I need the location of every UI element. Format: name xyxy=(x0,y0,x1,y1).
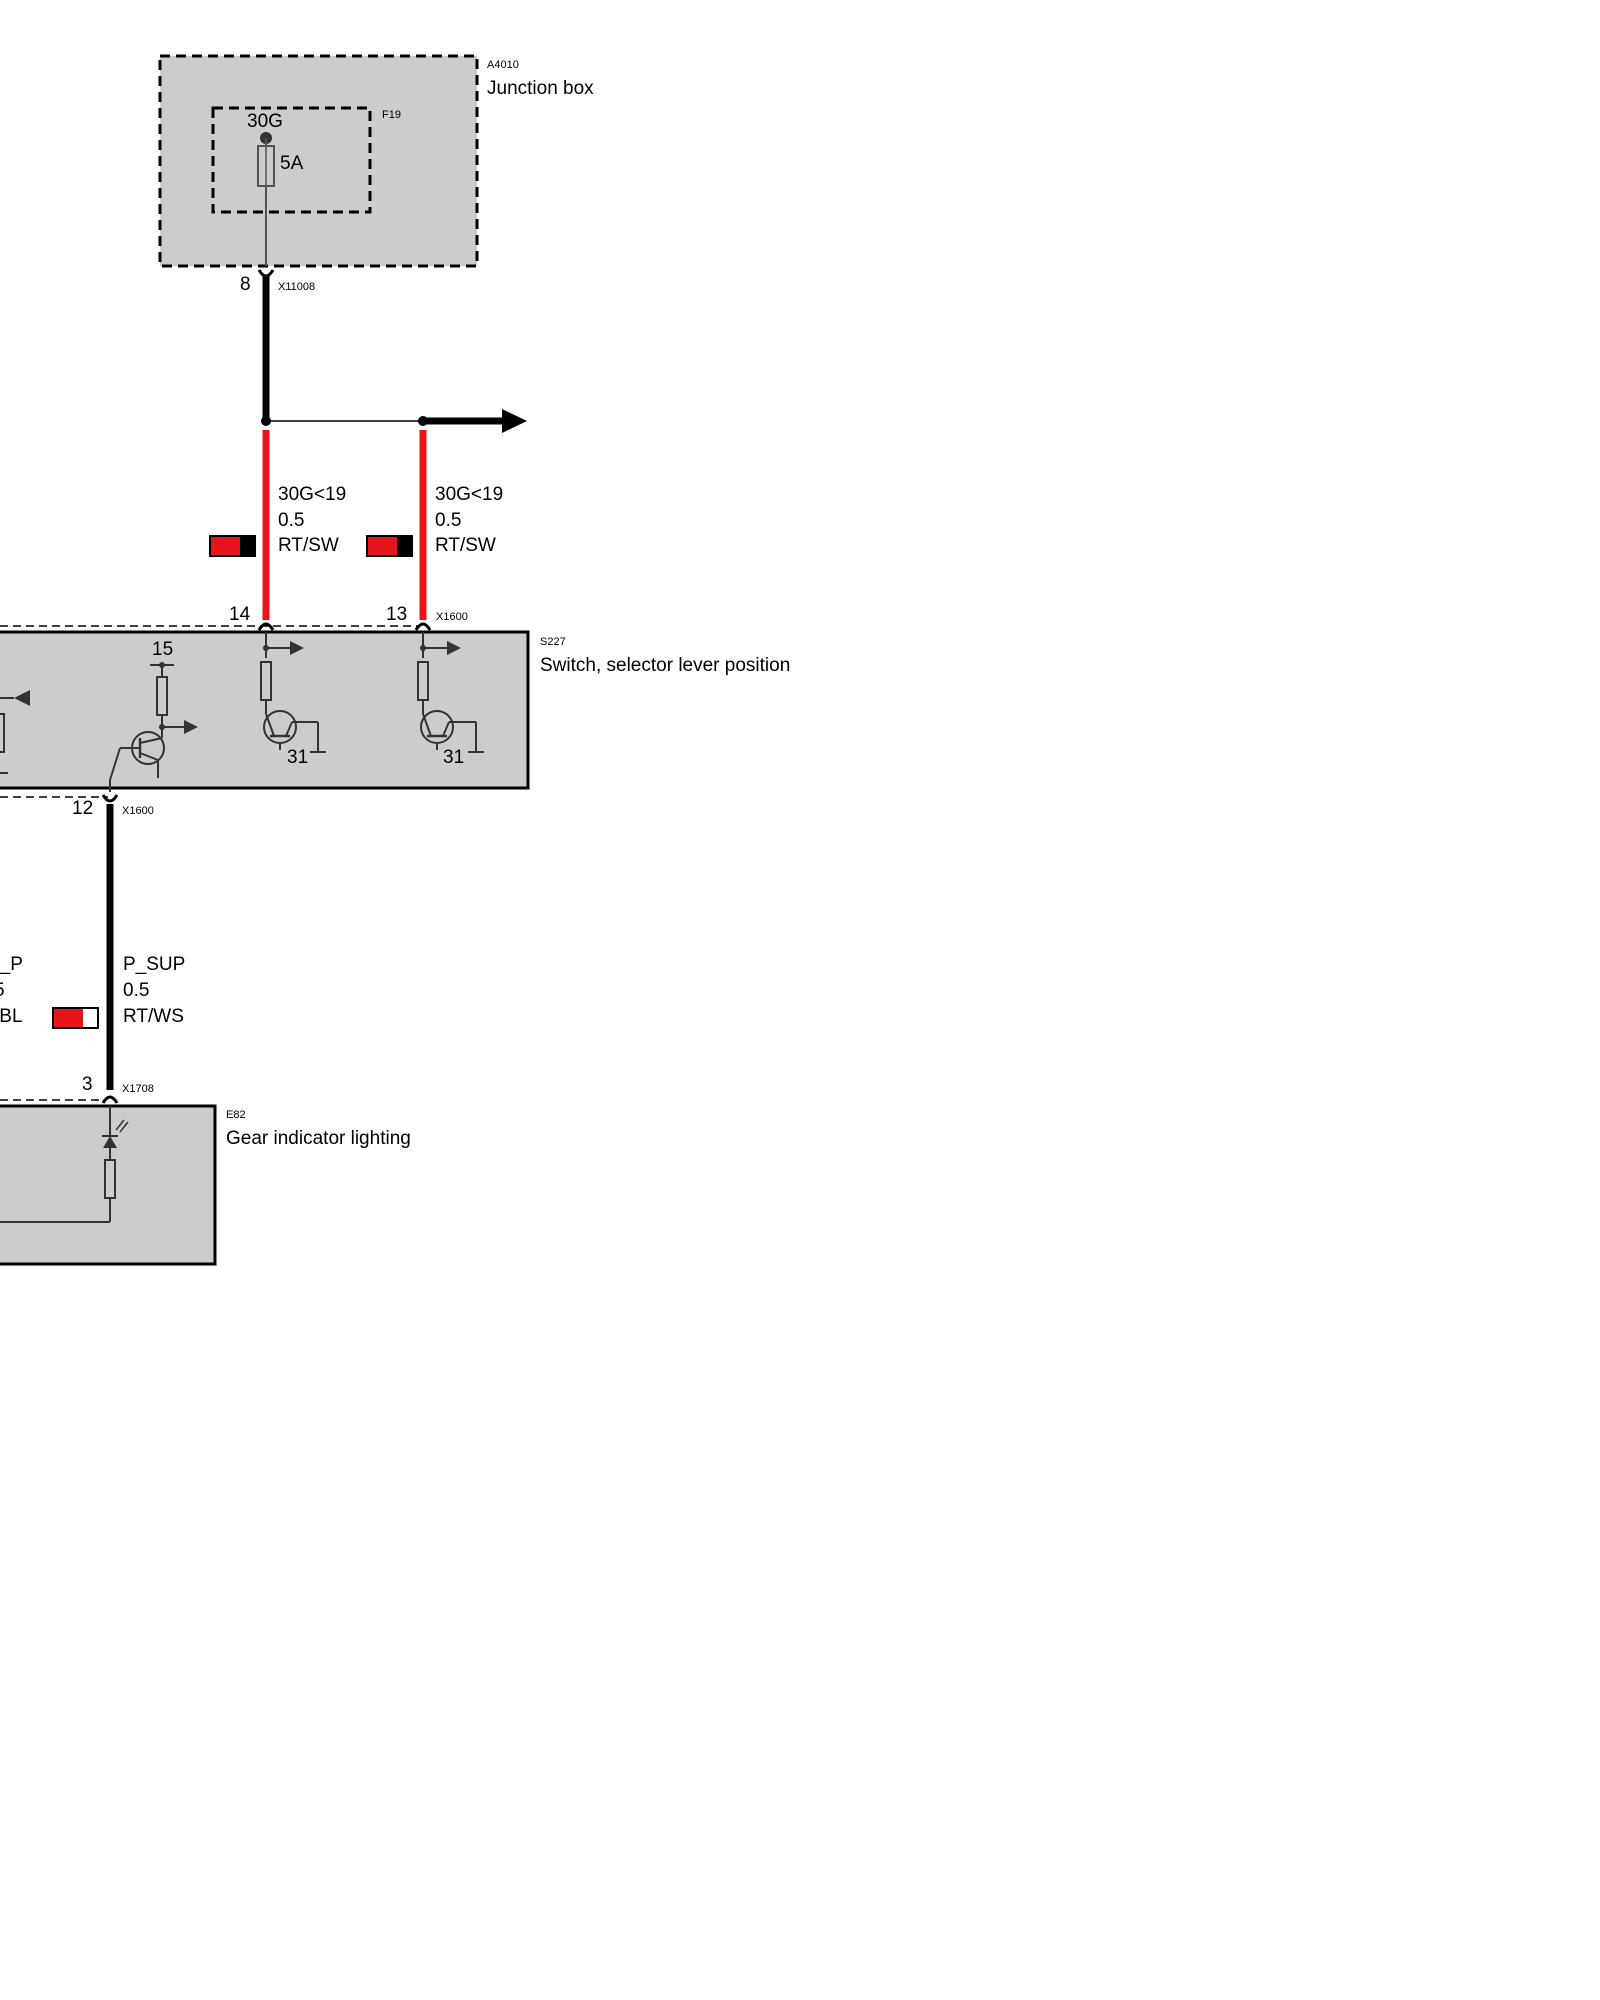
junction-box: A4010 Junction box F19 30G 5A xyxy=(158,54,594,268)
wire-pin14-color-code: RT/SW xyxy=(278,535,339,556)
gear-lighting-name: Gear indicator lighting xyxy=(226,1128,411,1149)
wire-pin12-size: 0.5 xyxy=(123,980,149,1001)
gear-lighting-outline xyxy=(0,1104,217,1266)
led-emission-1 xyxy=(115,1119,125,1131)
connector-x1708-id: X1708 xyxy=(122,1083,154,1095)
swatch-border xyxy=(209,535,256,557)
partial-arrow-icon xyxy=(14,690,30,706)
junction-box-outline xyxy=(158,54,479,268)
wire-pin12-signal: P_SUP xyxy=(123,954,185,975)
junction-box-name: Junction box xyxy=(487,78,594,99)
ground-31-label-2: 31 xyxy=(443,747,464,768)
swatch-border xyxy=(52,1007,99,1029)
swatch-border xyxy=(366,535,413,557)
wire-pin13-color-code: RT/SW xyxy=(435,535,496,556)
pin14-collector xyxy=(265,713,275,737)
junction-box-id: A4010 xyxy=(487,59,519,71)
selector-switch-outline xyxy=(0,630,530,790)
pin13-emitter xyxy=(442,721,450,737)
connector-x1600-top-id: X1600 xyxy=(436,611,468,623)
wire-pin12-color-swatch xyxy=(52,1007,99,1029)
input-circuit-pin14: 31 xyxy=(260,632,326,768)
ground-31-label-1: 31 xyxy=(287,747,308,768)
splice-dot-1 xyxy=(261,416,271,426)
connector-x1600-bottom-id: X1600 xyxy=(122,805,154,817)
partial-circuit-left xyxy=(0,690,30,774)
swatch-secondary xyxy=(397,536,412,556)
output-arrow-icon xyxy=(184,720,198,734)
connector-x1708: 3 X1708 xyxy=(82,1074,154,1104)
pin13-sense-arrow-icon xyxy=(447,641,461,655)
wire-pin13-signal: 30G<19 xyxy=(435,484,503,505)
wire-pin14-color-swatch xyxy=(209,535,256,557)
continuation-arrow-icon xyxy=(502,409,527,433)
wire-pin13-color-swatch xyxy=(366,535,413,557)
connector-x11008-pin: 8 xyxy=(240,274,251,295)
connector-x1600-top: 14 13 X1600 xyxy=(229,604,468,631)
pin13-collector xyxy=(422,713,432,737)
wire-pin12-color-code: RT/WS xyxy=(123,1006,184,1027)
wire-cut-left-labels: S_P 5 /BL xyxy=(0,954,23,1027)
socket-pin3 xyxy=(101,1095,119,1104)
swatch-secondary xyxy=(240,536,255,556)
input-circuit-pin13: 31 xyxy=(417,632,484,768)
connector-x11008: 8 X11008 xyxy=(240,269,315,295)
selector-switch: S227 Switch, selector lever position 15 xyxy=(0,630,790,792)
socket-pin14 xyxy=(257,622,275,631)
fuse-rating: 5A xyxy=(280,153,304,174)
wire-cut-size: 5 xyxy=(0,980,5,1001)
wire-cut-color-code: /BL xyxy=(0,1006,23,1027)
swatch-primary xyxy=(210,536,240,556)
connector-x1708-pin: 3 xyxy=(82,1074,93,1095)
socket-pin13 xyxy=(414,622,432,631)
transistor-circuit-15: 15 xyxy=(109,639,198,792)
wire-pin14-size: 0.5 xyxy=(278,510,304,531)
wire-cut-signal: S_P xyxy=(0,954,23,975)
wire-pin14-signal: 30G<19 xyxy=(278,484,346,505)
swatch-primary xyxy=(53,1008,83,1028)
connector-x11008-socket xyxy=(257,269,275,278)
fuse-terminal-label: 30G xyxy=(247,111,283,132)
swatch-secondary xyxy=(83,1008,98,1028)
base-to-pin12 xyxy=(109,747,121,781)
transistor-emitter xyxy=(139,752,159,761)
partial-resistor-icon xyxy=(0,713,5,753)
selector-switch-id: S227 xyxy=(540,636,566,648)
selector-switch-name: Switch, selector lever position xyxy=(540,655,790,676)
transistor-collector xyxy=(139,737,163,744)
led-icon xyxy=(103,1136,117,1148)
led-emission-2 xyxy=(119,1121,129,1133)
fuse-f19-id: F19 xyxy=(382,109,401,121)
connector-x1600-bottom: 12 X1600 xyxy=(72,794,154,819)
fuse-f19-outline xyxy=(211,106,372,214)
gear-lighting-id: E82 xyxy=(226,1109,246,1121)
wire-pin13-size: 0.5 xyxy=(435,510,461,531)
connector-x1600-pin12: 12 xyxy=(72,798,93,819)
terminal-15-label: 15 xyxy=(152,639,173,660)
connector-x1600-pin13: 13 xyxy=(386,604,407,625)
connector-x1600-pin14: 14 xyxy=(229,604,251,625)
pin14-sense-arrow-icon xyxy=(290,641,304,655)
socket-pin12 xyxy=(101,794,119,803)
connector-x11008-id: X11008 xyxy=(278,281,315,293)
gear-indicator-lighting: E82 Gear indicator lighting xyxy=(0,1104,411,1266)
swatch-primary xyxy=(367,536,397,556)
pin14-emitter xyxy=(285,721,293,737)
